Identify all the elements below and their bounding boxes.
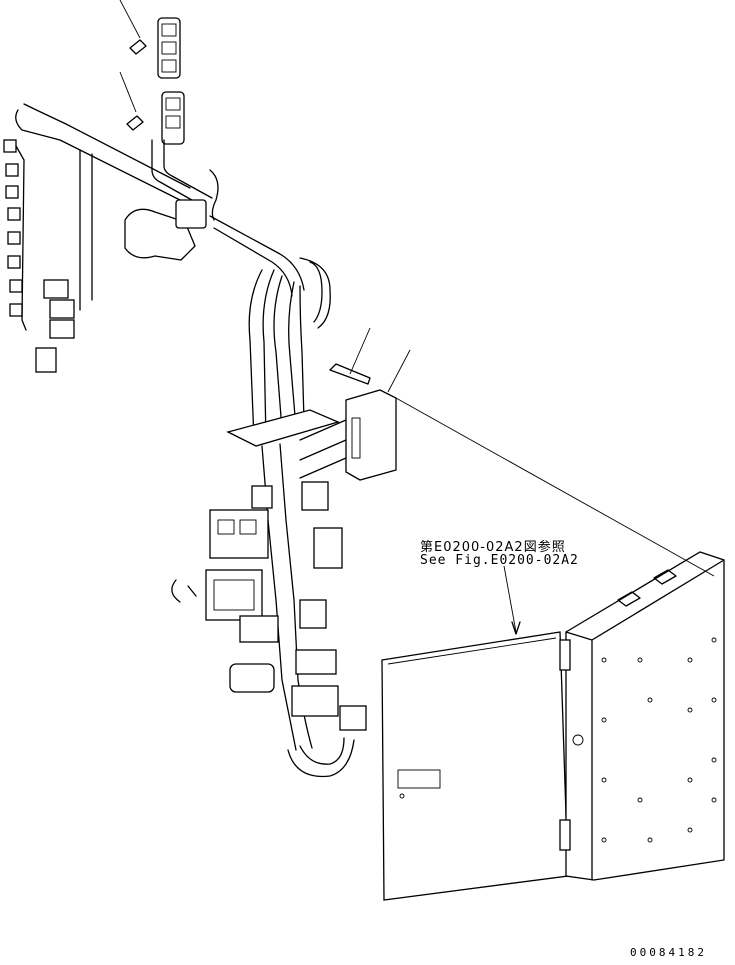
drawing-number: 00084182 xyxy=(630,946,707,959)
relay-connector xyxy=(299,327,411,481)
terminal-plugs-top xyxy=(126,17,185,145)
control-box-door xyxy=(381,631,569,901)
reference-label-english: See Fig.E0200-02A2 xyxy=(420,553,579,568)
reference-label-japanese: 第E0200-02A2図参照 xyxy=(420,540,566,555)
harness-components xyxy=(171,481,367,731)
leader-lines-top xyxy=(119,0,141,113)
main-harness xyxy=(15,103,355,778)
control-box-body xyxy=(559,551,725,881)
box-mounting-holes xyxy=(601,637,717,843)
leader-lines-box xyxy=(395,397,715,635)
left-connectors xyxy=(3,139,75,373)
